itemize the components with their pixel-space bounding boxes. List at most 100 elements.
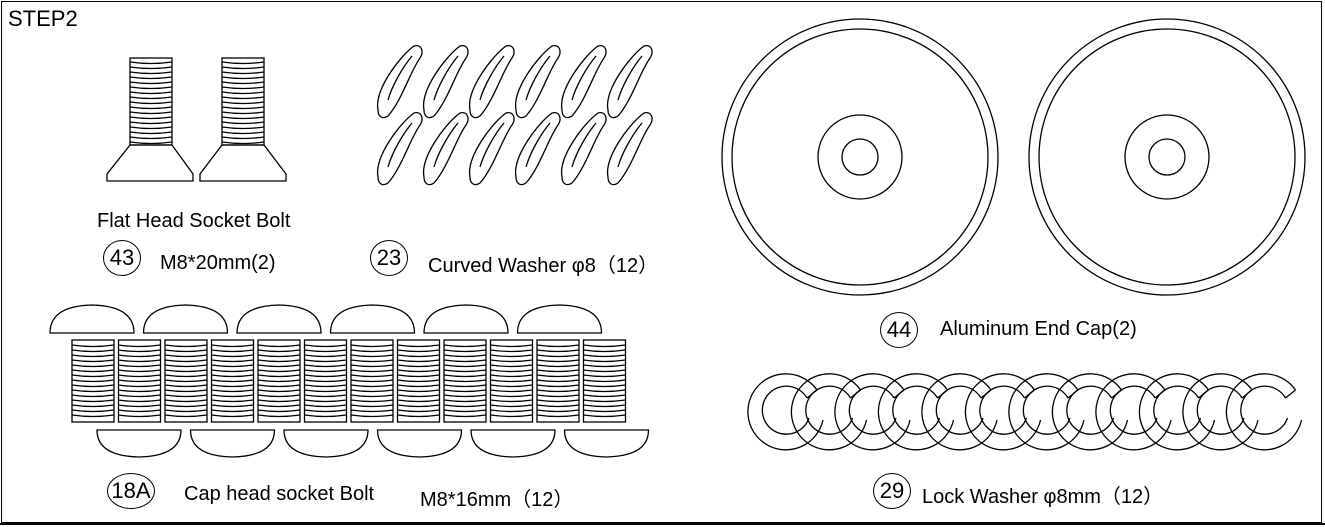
washer-outline: [561, 45, 607, 119]
cap-head-bolt: [329, 304, 416, 423]
bolt-thread: [350, 379, 394, 383]
bolt-thread: [129, 71, 173, 75]
bolt-thread: [350, 414, 394, 418]
bolt-thread: [257, 354, 301, 358]
bolt-thread: [490, 409, 533, 413]
cap-head-bolt: [96, 339, 182, 458]
bolt-thread: [211, 354, 254, 358]
part-43-name: Flat Head Socket Bolt: [97, 210, 291, 232]
washer-outline: [469, 112, 515, 186]
bolt-thread: [490, 354, 533, 358]
bolt-thread: [397, 369, 440, 373]
washer-slot: [387, 122, 413, 168]
bolt-thread: [443, 394, 487, 398]
bolt-thread: [257, 389, 301, 393]
bolt-thread: [257, 399, 301, 403]
bolt-thread: [71, 379, 115, 383]
bolt-thread: [397, 379, 440, 383]
bolt-thread: [118, 364, 161, 368]
bolt-thread: [164, 364, 208, 368]
washer-outline: [607, 45, 653, 119]
bolt-thread: [397, 409, 440, 413]
bolt-thread: [443, 404, 487, 408]
washer-inner-ring: [1066, 385, 1115, 435]
cap-head-bolt: [470, 339, 556, 458]
washer-slot: [387, 55, 413, 101]
bolt-thread: [490, 379, 533, 383]
bolt-thread: [118, 399, 161, 403]
washer-inner-ring: [892, 385, 941, 435]
washer-outline: [469, 45, 515, 119]
washer-slot: [525, 122, 551, 168]
washer-inner-ring: [935, 385, 984, 435]
washer-slot: [525, 55, 551, 101]
bolt-thread: [536, 344, 580, 348]
bolt-thread: [118, 394, 161, 398]
bolt-thread: [397, 344, 440, 348]
cap-head-bolt: [236, 304, 322, 423]
part-18A-spec: M8*16mm（12）: [420, 489, 574, 511]
bolt-thread: [221, 141, 265, 145]
bolt-thread: [350, 394, 394, 398]
bolt-thread: [221, 86, 265, 90]
washer-inner-ring: [1153, 385, 1202, 435]
bolt-thread: [257, 369, 301, 373]
lock-washer: [1138, 373, 1216, 451]
bolt-thread: [350, 344, 394, 348]
bolt-thread: [129, 136, 173, 140]
bolt-head: [49, 304, 135, 334]
bolt-thread: [71, 404, 115, 408]
bolt-thread: [221, 131, 265, 135]
bolt-thread: [129, 86, 173, 90]
curved-washer: [561, 112, 607, 186]
bolt-thread: [221, 116, 265, 120]
bolt-thread: [490, 394, 533, 398]
bolt-thread: [71, 364, 115, 368]
bolt-thread: [129, 126, 173, 130]
washer-outer-ring: [921, 373, 998, 451]
bolt-thread: [536, 364, 580, 368]
bolt-thread: [211, 364, 254, 368]
bolt-head: [376, 429, 463, 458]
bolt-thread: [536, 374, 580, 378]
bolt-thread: [71, 414, 115, 418]
bolt-thread: [221, 66, 265, 70]
lock-washer: [921, 373, 998, 451]
curved-washer: [607, 45, 653, 119]
bolt-thread: [350, 389, 394, 393]
flat-head-bolt: [106, 57, 194, 182]
bolt-thread: [71, 349, 115, 353]
bolt-head: [329, 304, 416, 334]
bolt-thread: [536, 349, 580, 353]
bolt-thread: [583, 354, 626, 358]
bolt-thread: [536, 359, 580, 363]
bolt-thread: [350, 374, 394, 378]
cap-hole: [1148, 138, 1186, 176]
bolt-thread: [583, 389, 626, 393]
bolt-thread: [490, 369, 533, 373]
bolt-thread: [221, 101, 265, 105]
bolt-thread: [257, 384, 301, 388]
bolt-thread: [350, 349, 394, 353]
bolt-thread: [71, 369, 115, 373]
washer-outline: [423, 45, 469, 119]
bolt-thread: [304, 359, 347, 363]
bolt-thread: [490, 404, 533, 408]
bolt-thread: [397, 394, 440, 398]
bolt-thread: [211, 359, 254, 363]
cap-head-bolt: [423, 304, 509, 423]
flat-head-bolt: [199, 57, 287, 182]
bolt-thread: [257, 394, 301, 398]
bolt-thread: [164, 344, 208, 348]
washer-inner-ring: [979, 385, 1028, 435]
bolt-thread: [350, 399, 394, 403]
washer-outer-ring: [964, 373, 1042, 451]
bolt-thread: [583, 409, 626, 413]
bolt-head: [236, 304, 322, 334]
bolt-head: [516, 304, 603, 334]
bolt-thread: [118, 359, 161, 363]
bolt-thread: [71, 389, 115, 393]
bolt-thread: [118, 369, 161, 373]
bolt-thread: [257, 414, 301, 418]
washer-outer-ring: [1008, 373, 1085, 451]
